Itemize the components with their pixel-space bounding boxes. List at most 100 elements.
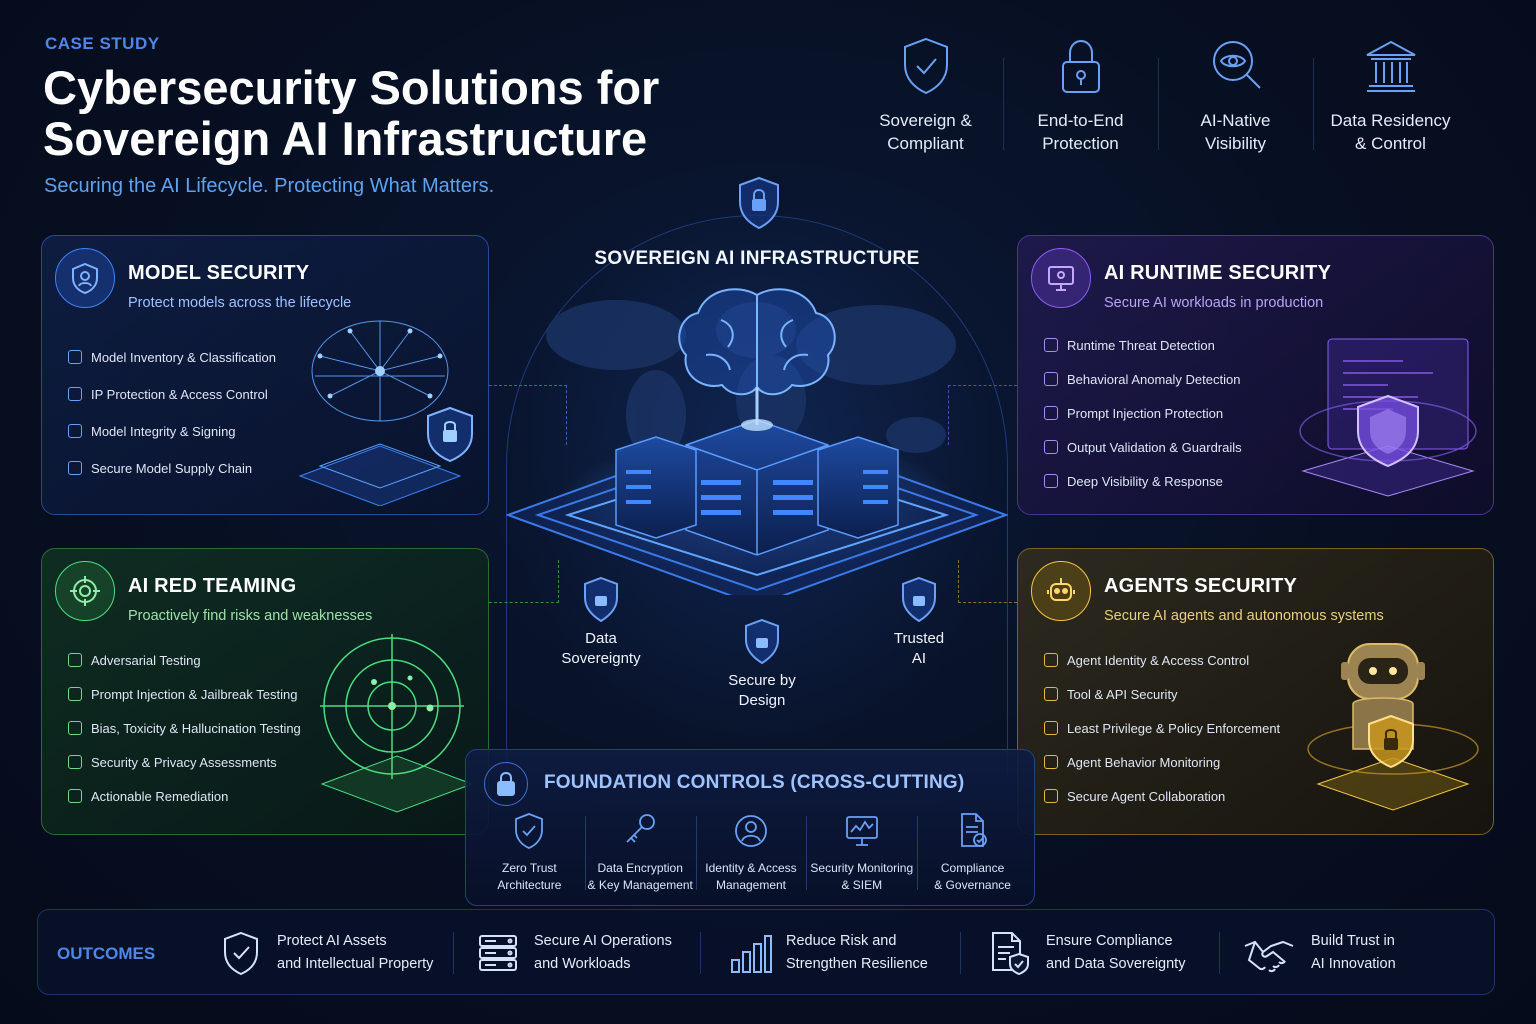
bullet-icon xyxy=(1044,474,1058,488)
server-cluster xyxy=(615,419,899,556)
list-item: Behavioral Anomaly Detection xyxy=(1044,362,1242,396)
list-item: Model Inventory & Classification xyxy=(68,340,276,374)
list-item: Secure Model Supply Chain xyxy=(68,451,276,485)
infrastructure-illustration xyxy=(506,288,1008,595)
pillar-protection: End-to-End Protection xyxy=(1003,30,1158,160)
tag-secure-by-design: Secure by Design xyxy=(728,672,796,709)
list-item: Tool & API Security xyxy=(1044,677,1280,711)
list-item: IP Protection & Access Control xyxy=(68,377,276,411)
divider xyxy=(960,932,961,974)
card-title: AI RUNTIME SECURITY xyxy=(1104,262,1332,284)
bullet-icon xyxy=(68,461,82,475)
bullet-icon xyxy=(1044,406,1058,420)
radar-illustration xyxy=(320,634,474,813)
bullet-icon xyxy=(1044,721,1058,735)
list-item: Least Privilege & Policy Enforcement xyxy=(1044,711,1280,745)
eye-magnifier-icon xyxy=(1212,41,1261,89)
bullet-icon xyxy=(1044,789,1058,803)
card-title: AI RED TEAMING xyxy=(128,575,297,597)
tag-trusted-ai: Trusted AI xyxy=(893,630,945,667)
list-item: Agent Behavior Monitoring xyxy=(1044,745,1280,779)
feature-list: Adversarial Testing Prompt Injection & J… xyxy=(68,643,301,813)
padlock-icon xyxy=(1061,39,1100,93)
agents-security-card: AGENTS SECURITY Secure AI agents and aut… xyxy=(1017,548,1494,835)
list-item: Prompt Injection Protection xyxy=(1044,396,1242,430)
outcome-secure-operations: Secure AI Operations and Workloads xyxy=(476,928,672,978)
outcome-build-trust: Build Trust in AI Innovation xyxy=(1241,928,1396,978)
feature-list: Model Inventory & Classification IP Prot… xyxy=(68,340,276,485)
bullet-icon xyxy=(1044,653,1058,667)
bar-chart-icon xyxy=(731,935,772,973)
foundation-item-encryption: Data Encryption & Key Management xyxy=(584,812,696,894)
feature-list: Runtime Threat Detection Behavioral Anom… xyxy=(1044,328,1242,498)
bullet-icon xyxy=(68,424,82,438)
connector-line xyxy=(489,385,567,445)
foundation-item-compliance: Compliance & Governance xyxy=(917,812,1028,894)
list-item: Agent Identity & Access Control xyxy=(1044,643,1280,677)
target-crosshair-icon xyxy=(55,561,115,621)
card-subtitle: Protect models across the lifecycle xyxy=(128,295,352,311)
neural-brain-illustration xyxy=(298,320,473,506)
document-shield-icon xyxy=(992,932,1029,976)
bullet-icon xyxy=(1044,687,1058,701)
document-check-icon xyxy=(960,813,987,847)
pillar-sovereign: Sovereign & Compliant xyxy=(848,30,1003,160)
bullet-icon xyxy=(1044,372,1058,386)
center-title: SOVEREIGN AI INFRASTRUCTURE xyxy=(594,248,920,269)
eyebrow-label: CASE STUDY xyxy=(45,34,160,53)
foundation-controls-panel: FOUNDATION CONTROLS (CROSS-CUTTING) Zero… xyxy=(465,749,1035,906)
user-icon xyxy=(735,815,767,847)
page-title: Cybersecurity Solutions for Sovereign AI… xyxy=(43,61,660,165)
institution-icon xyxy=(1366,40,1415,92)
top-shield-icon xyxy=(739,176,779,230)
bullet-icon xyxy=(68,755,82,769)
shield-check-icon xyxy=(515,813,544,849)
server-stack-icon xyxy=(479,935,517,971)
bullet-icon xyxy=(68,721,82,735)
handshake-icon xyxy=(1244,940,1294,973)
outcomes-label: OUTCOMES xyxy=(57,944,156,963)
page-subtitle: Securing the AI Lifecycle. Protecting Wh… xyxy=(44,175,495,197)
bullet-icon xyxy=(68,653,82,667)
bullet-icon xyxy=(68,387,82,401)
pillar-visibility: AI-Native Visibility xyxy=(1158,30,1313,160)
gold-lock-shield-icon xyxy=(1368,714,1414,769)
card-subtitle: Secure AI workloads in production xyxy=(1104,295,1324,311)
runtime-monitor-icon xyxy=(1031,248,1091,308)
pillar-label: Sovereign & Compliant xyxy=(879,111,972,153)
brain-icon xyxy=(678,288,836,425)
list-item: Output Validation & Guardrails xyxy=(1044,430,1242,464)
connector-line xyxy=(958,560,1017,603)
purple-shield-icon xyxy=(1357,394,1419,468)
list-item: Adversarial Testing xyxy=(68,643,301,677)
value-pillars: Sovereign & Compliant End-to-End Protect… xyxy=(848,30,1468,160)
connector-line xyxy=(948,385,1017,445)
card-subtitle: Proactively find risks and weaknesses xyxy=(128,608,373,624)
list-item: Actionable Remediation xyxy=(68,779,301,813)
list-item: Secure Agent Collaboration xyxy=(1044,779,1280,813)
secure-by-design-shield-icon xyxy=(745,618,779,665)
bullet-icon xyxy=(1044,755,1058,769)
outcome-protect-assets: Protect AI Assets and Intellectual Prope… xyxy=(219,928,433,978)
list-item: Security & Privacy Assessments xyxy=(68,745,301,779)
key-icon xyxy=(626,814,656,843)
bullet-icon xyxy=(68,687,82,701)
robot-icon xyxy=(1031,561,1091,621)
bullet-icon xyxy=(68,350,82,364)
lock-icon xyxy=(484,762,528,806)
list-item: Model Integrity & Signing xyxy=(68,414,276,448)
card-title: MODEL SECURITY xyxy=(128,262,310,284)
model-security-card: MODEL SECURITY Protect models across the… xyxy=(41,235,489,515)
red-teaming-card: AI RED TEAMING Proactively find risks an… xyxy=(41,548,489,835)
robot-illustration xyxy=(1307,643,1479,811)
list-item: Deep Visibility & Response xyxy=(1044,464,1242,498)
lock-shield-icon xyxy=(427,406,473,463)
card-title: AGENTS SECURITY xyxy=(1104,575,1298,597)
foundation-item-identity: Identity & Access Management xyxy=(695,812,807,894)
divider xyxy=(1219,932,1220,974)
foundation-item-monitoring: Security Monitoring & SIEM xyxy=(806,812,917,894)
connector-line xyxy=(489,560,559,603)
list-item: Bias, Toxicity & Hallucination Testing xyxy=(68,711,301,745)
pillar-label: AI-Native Visibility xyxy=(1200,111,1271,153)
bullet-icon xyxy=(1044,338,1058,352)
